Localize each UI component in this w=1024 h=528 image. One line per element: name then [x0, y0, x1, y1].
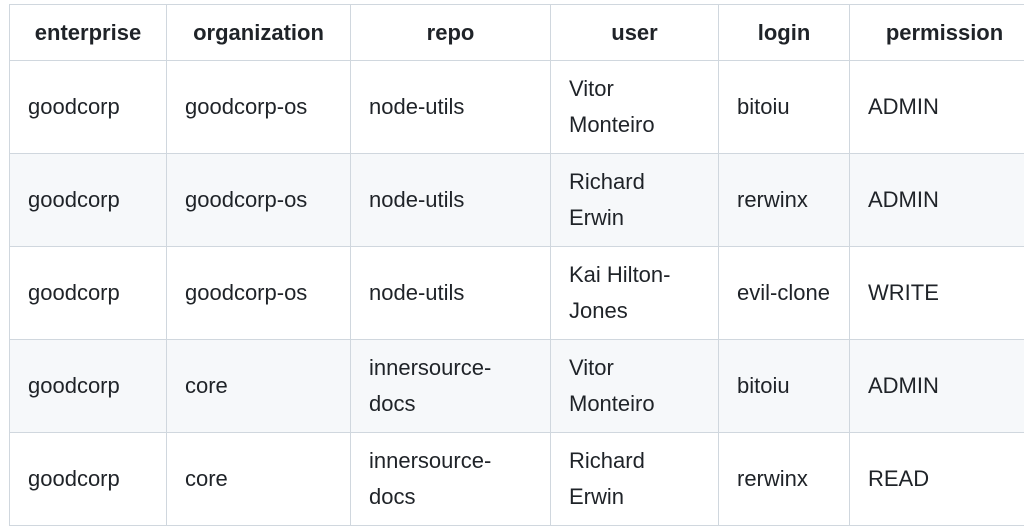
cell-organization: goodcorp-os: [166, 153, 351, 247]
cell-permission: READ: [849, 432, 1024, 526]
cell-login: rerwinx: [718, 432, 850, 526]
cell-login: rerwinx: [718, 153, 850, 247]
header-repo: repo: [350, 4, 551, 61]
header-permission: permission: [849, 4, 1024, 61]
cell-organization: core: [166, 339, 351, 433]
header-organization: organization: [166, 4, 351, 61]
header-user: user: [550, 4, 719, 61]
cell-organization: core: [166, 432, 351, 526]
cell-permission: ADMIN: [849, 153, 1024, 247]
cell-repo: node-utils: [350, 246, 551, 340]
cell-enterprise: goodcorp: [9, 153, 167, 247]
cell-login: bitoiu: [718, 60, 850, 154]
table-row: goodcorp goodcorp-os node-utils Richard …: [9, 153, 1024, 247]
header-login: login: [718, 4, 850, 61]
cell-enterprise: goodcorp: [9, 432, 167, 526]
cell-repo: innersource-docs: [350, 339, 551, 433]
table-row: goodcorp core innersource-docs Richard E…: [9, 432, 1024, 526]
cell-organization: goodcorp-os: [166, 60, 351, 154]
cell-user: Richard Erwin: [550, 432, 719, 526]
permissions-table: enterprise organization repo user login …: [9, 4, 1024, 526]
table-row: goodcorp core innersource-docs Vitor Mon…: [9, 339, 1024, 433]
cell-organization: goodcorp-os: [166, 246, 351, 340]
table-body: goodcorp goodcorp-os node-utils Vitor Mo…: [9, 60, 1024, 526]
cell-repo: node-utils: [350, 60, 551, 154]
table-header: enterprise organization repo user login …: [9, 4, 1024, 61]
cell-login: bitoiu: [718, 339, 850, 433]
table-row: goodcorp goodcorp-os node-utils Kai Hilt…: [9, 246, 1024, 340]
cell-permission: WRITE: [849, 246, 1024, 340]
cell-permission: ADMIN: [849, 339, 1024, 433]
cell-login: evil-clone: [718, 246, 850, 340]
cell-repo: innersource-docs: [350, 432, 551, 526]
header-row: enterprise organization repo user login …: [9, 4, 1024, 61]
table-row: goodcorp goodcorp-os node-utils Vitor Mo…: [9, 60, 1024, 154]
cell-repo: node-utils: [350, 153, 551, 247]
cell-permission: ADMIN: [849, 60, 1024, 154]
cell-user: Kai Hilton-Jones: [550, 246, 719, 340]
cell-enterprise: goodcorp: [9, 246, 167, 340]
cell-user: Vitor Monteiro: [550, 339, 719, 433]
cell-user: Vitor Monteiro: [550, 60, 719, 154]
cell-enterprise: goodcorp: [9, 60, 167, 154]
permissions-table-container: enterprise organization repo user login …: [9, 4, 1024, 526]
cell-enterprise: goodcorp: [9, 339, 167, 433]
header-enterprise: enterprise: [9, 4, 167, 61]
cell-user: Richard Erwin: [550, 153, 719, 247]
